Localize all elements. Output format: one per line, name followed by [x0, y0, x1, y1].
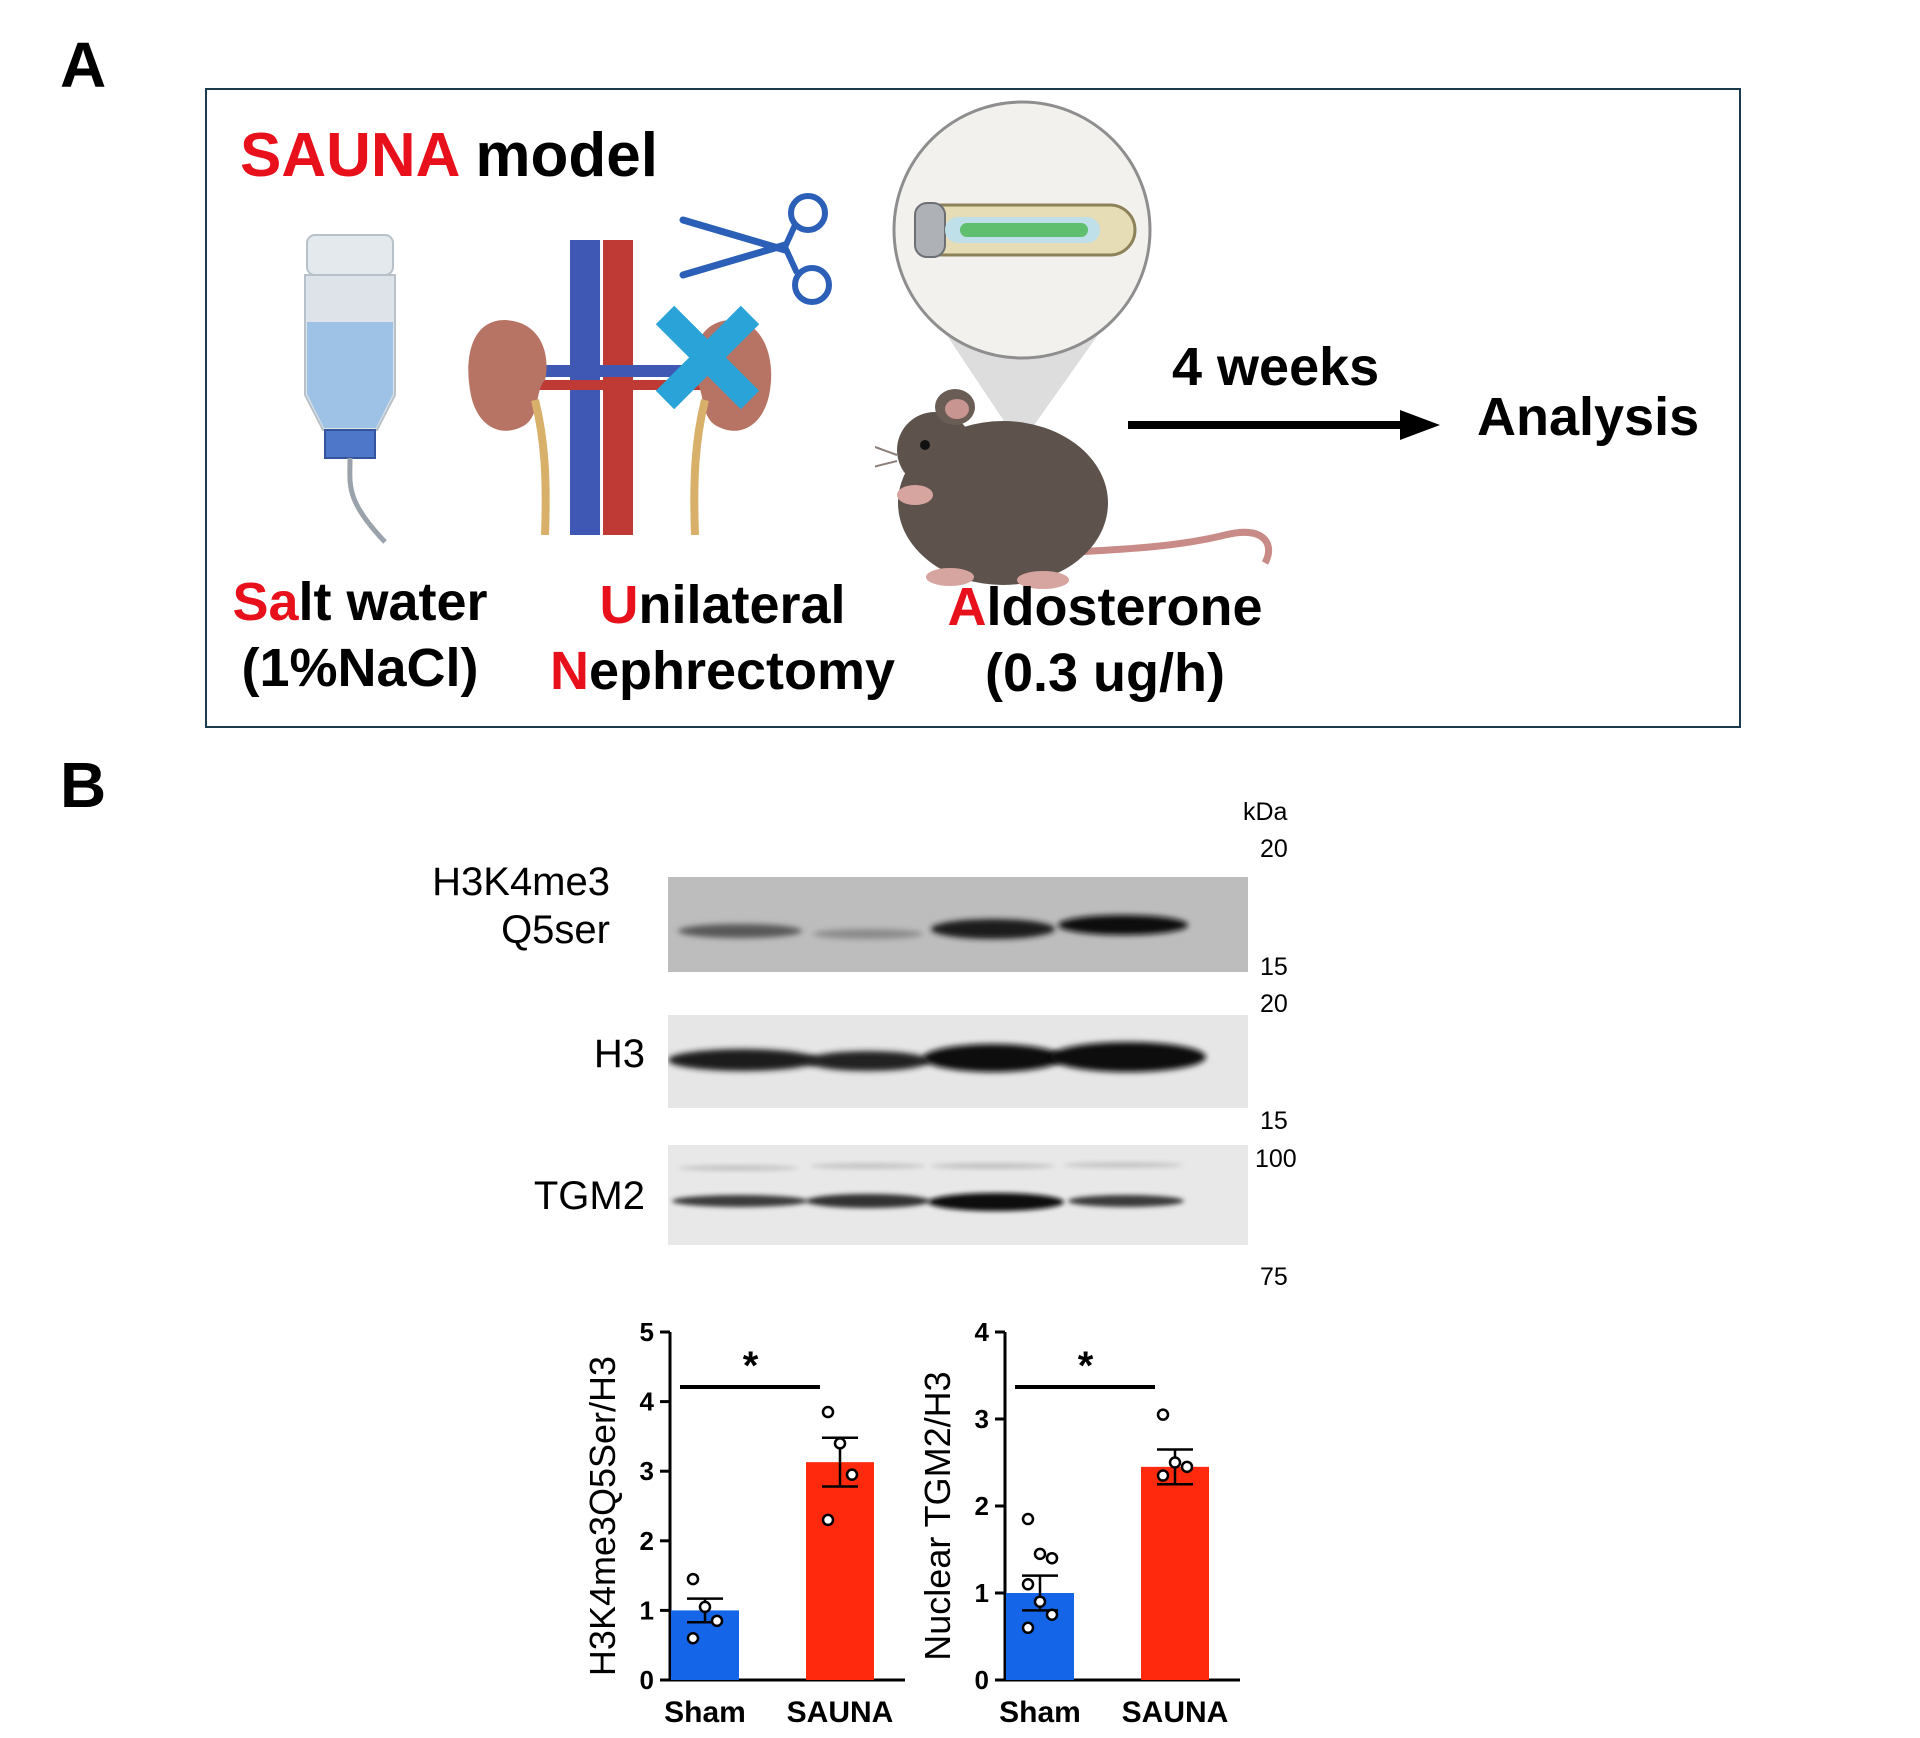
y-tick-label: 2: [975, 1491, 989, 1521]
y-tick-label: 1: [640, 1595, 654, 1625]
aldosterone-highlight: A: [947, 577, 987, 637]
data-point: [1033, 1595, 1047, 1608]
mw-marker: 20: [1260, 990, 1288, 1018]
y-tick-label: 3: [975, 1404, 989, 1434]
blot-label-line1: H3: [593, 1032, 645, 1076]
salt-water-label: Salt water (1%NaCl): [210, 575, 510, 695]
unilateral-rest: nilateral: [638, 575, 846, 635]
x-tick-label: SAUNA: [1122, 1696, 1229, 1729]
data-point: [1021, 1578, 1035, 1591]
significance-marker: *: [743, 1344, 759, 1388]
y-axis-label: H3K4me3Q5Ser/H3: [582, 1356, 623, 1676]
bar: [1141, 1466, 1209, 1680]
mw-marker: 15: [1260, 953, 1288, 981]
arrow-right-icon: [1128, 410, 1440, 440]
western-blot-tgm2: [668, 1145, 1248, 1245]
data-point: [686, 1572, 700, 1586]
sauna-model-box: [205, 88, 1741, 728]
osmotic-pump-icon: [892, 100, 1152, 445]
western-blot-h3k4me3q5ser: [668, 877, 1248, 972]
y-tick-label: 2: [640, 1526, 654, 1556]
data-point: [1156, 1469, 1170, 1482]
nephrectomy-rest: ephrectomy: [588, 641, 896, 701]
data-point: [833, 1437, 847, 1450]
aldosterone-rest: ldosterone: [986, 577, 1263, 637]
blot-label-line1: H3K4me3: [432, 860, 610, 904]
data-point: [710, 1614, 724, 1628]
model-title: SAUNA model: [240, 120, 658, 191]
x-tick-label: SAUNA: [787, 1696, 894, 1729]
y-tick-label: 0: [975, 1665, 989, 1695]
data-point: [1021, 1512, 1035, 1526]
y-axis-label: Nuclear TGM2/H3: [917, 1371, 958, 1660]
unilateral-highlight: U: [599, 575, 639, 635]
y-tick-label: 4: [975, 1317, 990, 1347]
scissors-icon: [679, 193, 832, 305]
bar: [806, 1462, 874, 1680]
y-tick-label: 4: [640, 1387, 655, 1417]
data-point: [845, 1468, 859, 1481]
data-point: [686, 1631, 700, 1645]
data-point: [1168, 1456, 1182, 1469]
data-point: [821, 1405, 835, 1419]
significance-marker: *: [1078, 1344, 1094, 1388]
y-tick-label: 5: [640, 1317, 654, 1347]
blot-label-h3k4me3q5ser: H3K4me3 Q5ser: [400, 858, 610, 954]
data-point: [1045, 1608, 1059, 1621]
data-point: [821, 1513, 835, 1527]
mw-marker: 75: [1260, 1263, 1288, 1291]
panel-a-letter: A: [60, 29, 107, 101]
data-point: [1033, 1547, 1047, 1561]
salt-highlight: Sa: [232, 572, 299, 632]
x-tick-label: Sham: [664, 1696, 746, 1729]
removed-kidney-x-icon: [655, 305, 760, 410]
mw-marker: 20: [1260, 835, 1288, 863]
water-bottle-icon: [304, 234, 396, 544]
data-point: [1156, 1408, 1170, 1421]
mw-marker: 15: [1260, 1107, 1288, 1135]
x-tick-label: Sham: [999, 1696, 1081, 1729]
y-tick-label: 1: [975, 1578, 989, 1608]
analysis-label: Analysis: [1477, 387, 1700, 447]
title-rest: model: [458, 121, 658, 190]
y-tick-label: 3: [640, 1456, 654, 1486]
data-point: [698, 1600, 712, 1614]
blot-label-h3: H3: [400, 1030, 645, 1078]
western-blot-h3: [668, 1015, 1248, 1108]
salt-rest: lt water: [298, 572, 488, 632]
unilateral-nephrectomy-label: Unilateral Nephrectomy: [525, 578, 920, 698]
aldosterone-dose: (0.3 ug/h): [985, 643, 1225, 703]
data-point: [1045, 1551, 1059, 1565]
kda-label: kDa: [1243, 798, 1288, 826]
aldosterone-label: Aldosterone (0.3 ug/h): [925, 580, 1285, 700]
mouse-icon: [875, 389, 1273, 589]
panel-b-letter: B: [60, 749, 107, 821]
blot-label-line2: Q5ser: [501, 908, 610, 952]
nephrectomy-highlight: N: [549, 641, 589, 701]
arrow-label: 4 weeks: [1172, 337, 1380, 397]
salt-concentration: (1%NaCl): [241, 638, 479, 698]
data-point: [1180, 1460, 1194, 1474]
mw-marker: 100: [1255, 1145, 1297, 1173]
title-highlight: SAUNA: [240, 121, 459, 190]
blot-label-tgm2: TGM2: [400, 1172, 645, 1220]
y-tick-label: 0: [640, 1665, 654, 1695]
data-point: [1021, 1621, 1035, 1635]
blot-label-line1: TGM2: [533, 1174, 645, 1218]
